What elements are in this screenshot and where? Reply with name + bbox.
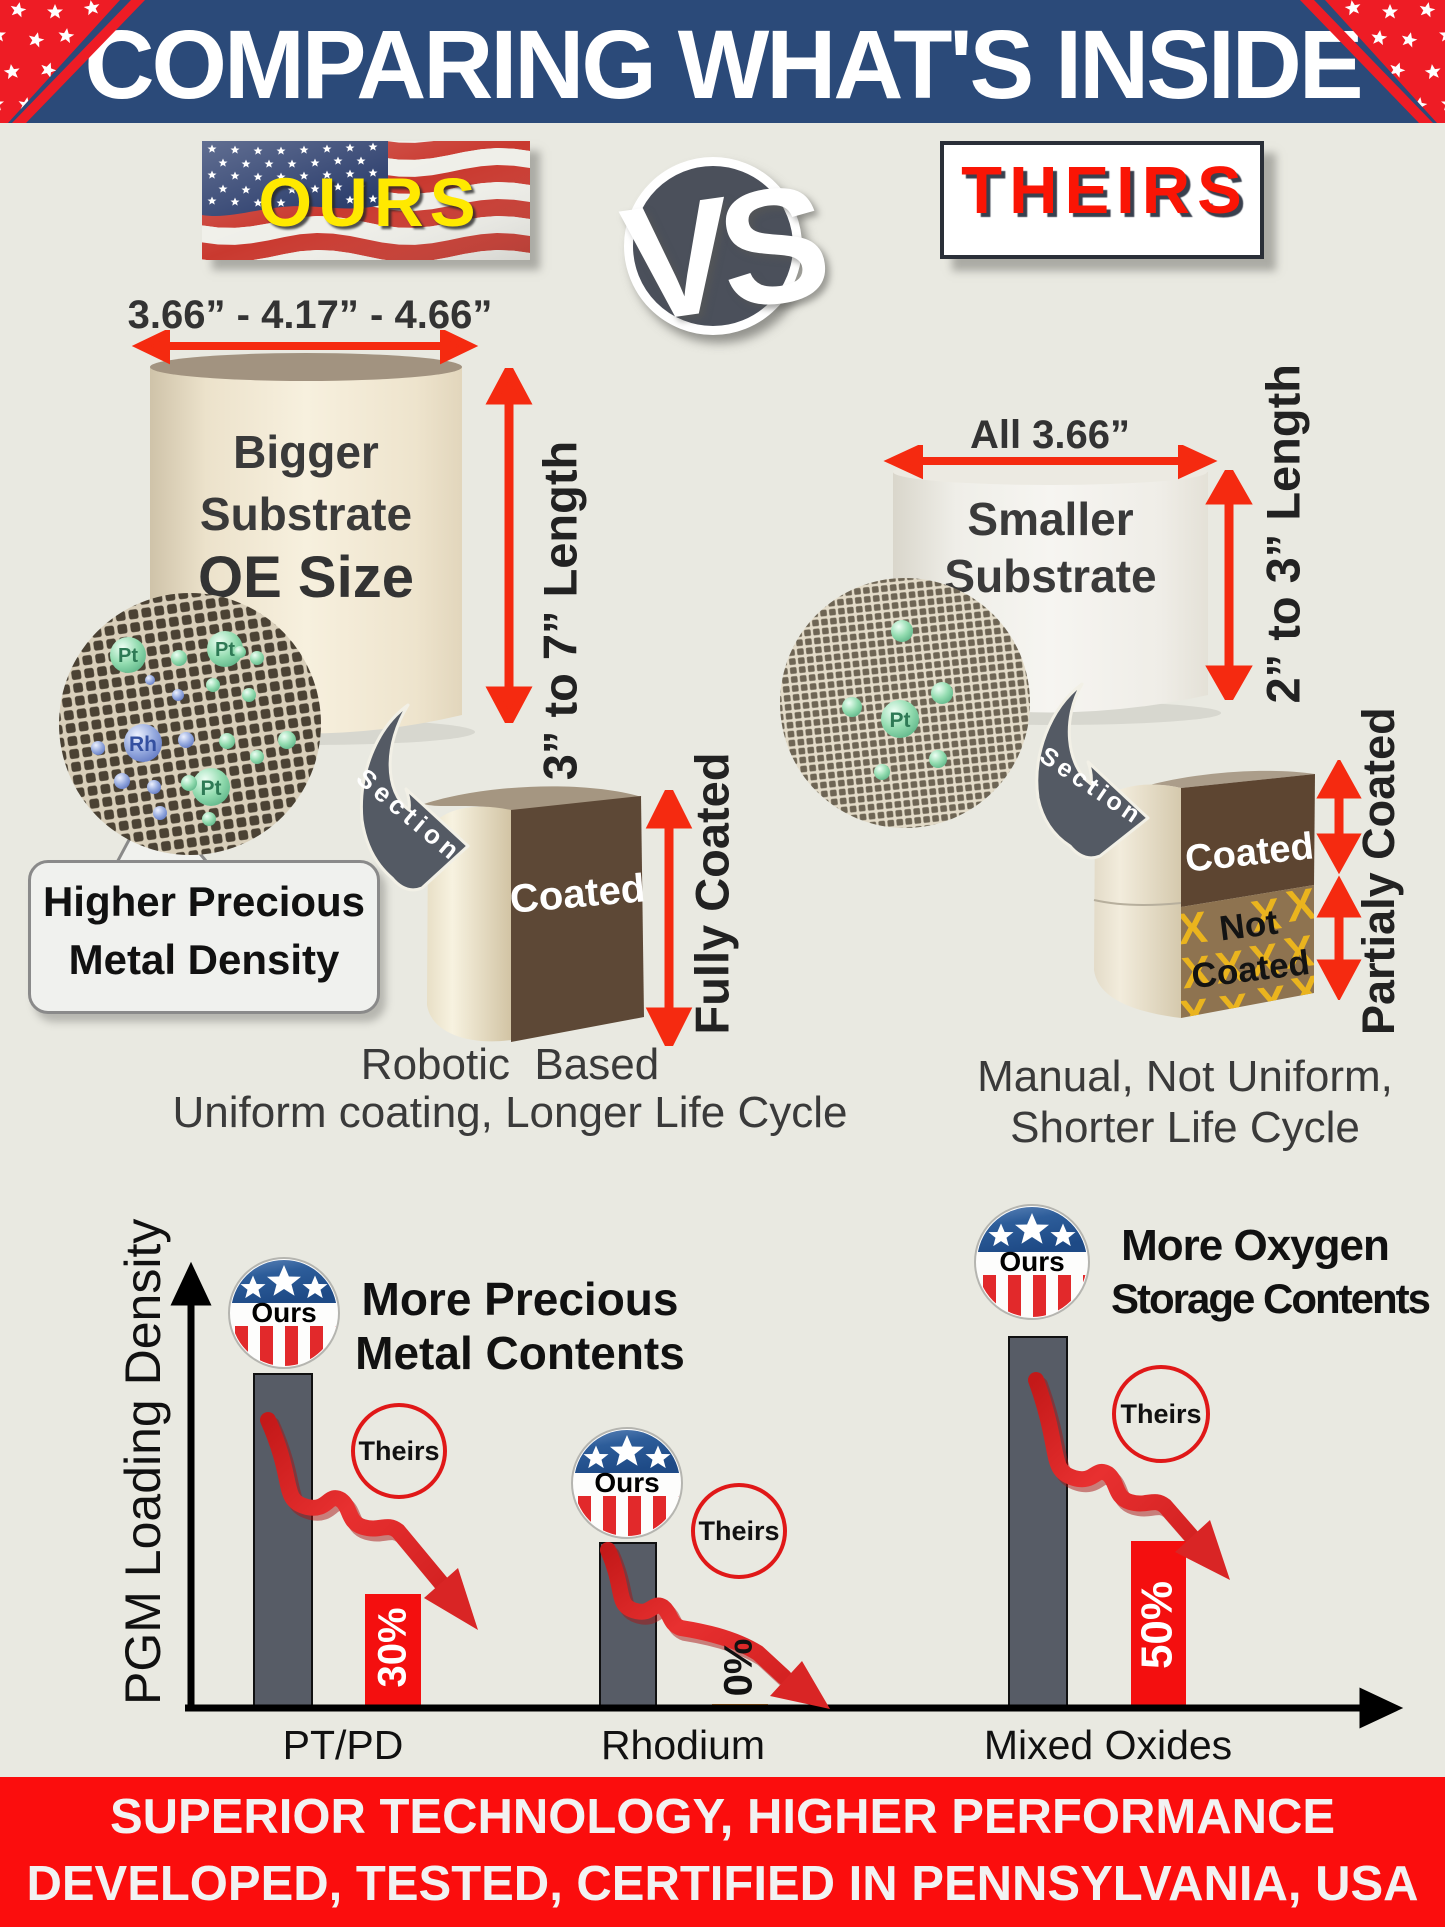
svg-text:X: X xyxy=(1248,889,1284,942)
svg-text:X: X xyxy=(1283,879,1319,932)
svg-text:Not: Not xyxy=(1217,903,1280,949)
svg-text:X: X xyxy=(1175,903,1209,955)
svg-text:Ours: Ours xyxy=(251,1297,316,1328)
svg-text:X: X xyxy=(1179,947,1213,999)
svg-text:Pt: Pt xyxy=(201,777,222,800)
svg-text:Ours: Ours xyxy=(594,1467,659,1498)
svg-text:Ours: Ours xyxy=(999,1246,1064,1277)
svg-text:Pt: Pt xyxy=(118,645,138,667)
svg-text:Pt: Pt xyxy=(215,639,235,661)
svg-text:X: X xyxy=(1247,935,1282,987)
svg-text:Rh: Rh xyxy=(129,733,157,756)
svg-text:Pt: Pt xyxy=(890,709,911,732)
svg-text:X: X xyxy=(1281,926,1317,979)
svg-text:X: X xyxy=(1213,942,1248,994)
svg-text:X: X xyxy=(1177,990,1211,1040)
